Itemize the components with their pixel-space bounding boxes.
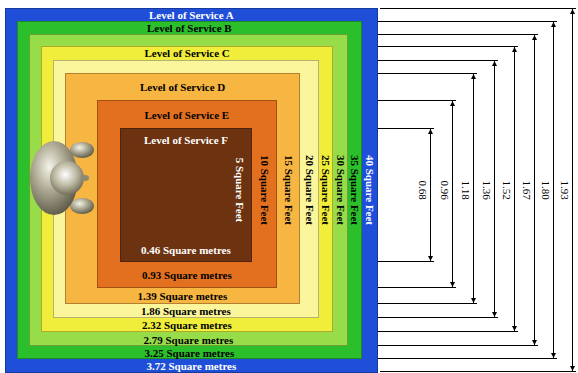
level-label: Level of Service B bbox=[147, 22, 232, 34]
pedestrian-head bbox=[50, 161, 84, 195]
extension-line bbox=[350, 345, 538, 346]
dimension-label: 0.96 bbox=[439, 180, 451, 199]
area-square-metres: 1.39 Square metres bbox=[138, 290, 228, 302]
dimension-arrow bbox=[430, 129, 431, 261]
area-square-metres: 3.25 Square metres bbox=[145, 347, 235, 359]
area-square-metres: 1.86 Square metres bbox=[141, 305, 231, 317]
extension-line bbox=[364, 21, 557, 22]
area-square-metres: 2.32 Square metres bbox=[142, 319, 232, 331]
service-level-square: Level of Service D 15 Square Feet 1.39 Squ… bbox=[65, 73, 300, 304]
dimension-label: 1.80 bbox=[540, 180, 552, 199]
dimension-arrow bbox=[553, 22, 554, 358]
area-square-feet: 15 Square Feet bbox=[283, 155, 295, 225]
pedestrian-hand bbox=[70, 198, 94, 214]
dimension-label: 1.93 bbox=[559, 180, 571, 199]
area-square-metres: 0.93 Square metres bbox=[142, 269, 232, 281]
level-label: Level of Service D bbox=[140, 81, 225, 93]
dimension-label: 1.18 bbox=[460, 180, 472, 199]
extension-line bbox=[364, 358, 557, 359]
dimension-arrow bbox=[473, 74, 474, 303]
service-level-square: Level of Service C 25 Square Feet 2.32 Squ… bbox=[41, 46, 333, 332]
area-square-feet: 5 Square Feet bbox=[234, 158, 246, 223]
area-square-feet: 30 Square Feet bbox=[335, 155, 347, 225]
area-square-feet: 10 Square Feet bbox=[259, 155, 271, 225]
area-square-metres: 2.79 Square metres bbox=[144, 334, 234, 346]
dimension-label: 0.68 bbox=[417, 180, 429, 199]
dimension-label: 1.36 bbox=[481, 180, 493, 199]
dimension-label: 1.67 bbox=[521, 180, 533, 199]
area-square-metres: 3.72 Square metres bbox=[147, 360, 237, 372]
dimension-arrow bbox=[452, 101, 453, 287]
extension-line bbox=[350, 34, 538, 35]
pedestrian-hand bbox=[70, 142, 94, 158]
extension-line bbox=[380, 8, 576, 9]
extension-line bbox=[380, 371, 576, 372]
pedestrian-nose bbox=[81, 175, 89, 181]
level-label: Level of Service C bbox=[145, 47, 230, 59]
dimension-arrow bbox=[534, 35, 535, 345]
area-square-feet: 35 Square Feet bbox=[349, 155, 361, 225]
level-label: Level of Service F bbox=[144, 134, 228, 146]
area-square-feet: 25 Square Feet bbox=[320, 155, 332, 225]
level-label: Level of Service A bbox=[149, 9, 234, 21]
area-square-metres: 0.46 Square metres bbox=[141, 244, 231, 256]
dimension-arrow bbox=[572, 9, 573, 371]
service-level-square: Level of Service F 5 Square Feet 0.46 Squa… bbox=[120, 128, 252, 262]
area-square-feet: 40 Square Feet bbox=[364, 155, 376, 225]
service-level-square: 20 Square Feet1.86 Square metresLevel of… bbox=[53, 60, 319, 318]
service-level-square: Level of Service E 10 Square Feet 0.93 Squ… bbox=[97, 100, 277, 288]
dimension-arrow bbox=[514, 47, 515, 331]
dimension-arrow bbox=[494, 61, 495, 317]
dimension-label: 1.52 bbox=[501, 180, 513, 199]
level-label: Level of Service E bbox=[145, 109, 230, 121]
area-square-feet: 20 Square Feet bbox=[304, 155, 316, 225]
